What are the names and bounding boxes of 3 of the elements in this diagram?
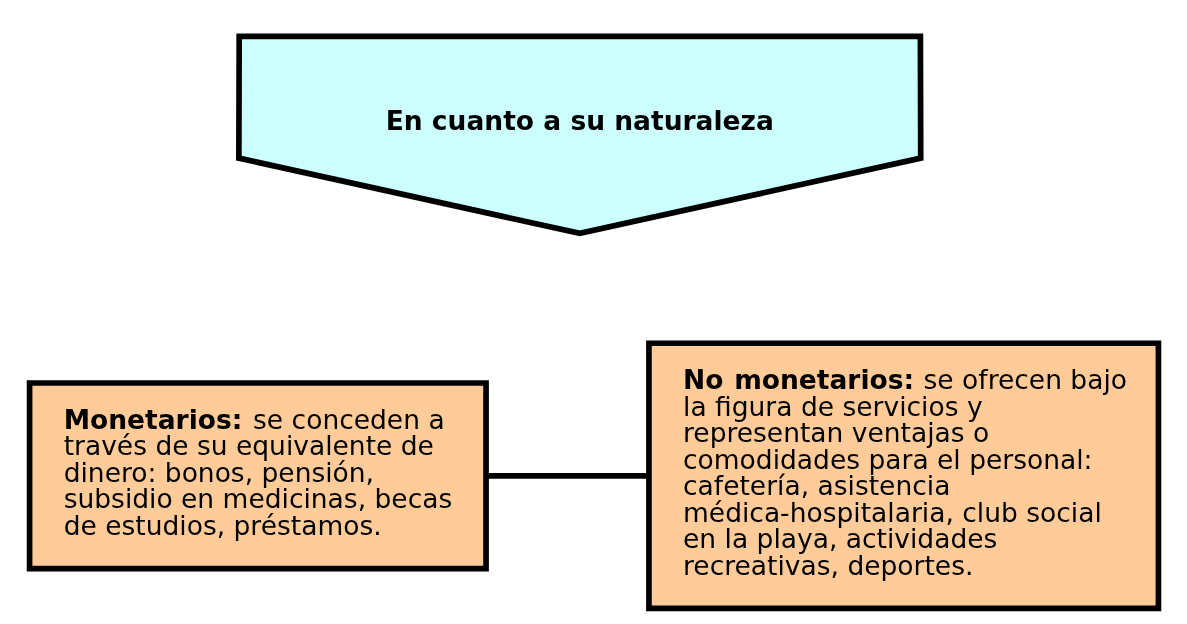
node-box: Monetarios: se conceden a través de su equivalente de dinero: bonos, pensión, subsidio en medicinas, becas de estudios, préstamos. [26, 380, 489, 572]
connector [485, 473, 648, 479]
node-box: No monetarios: se ofrecen bajo la figura de servicios y representan ventajas o comodidades para el personal: cafetería, asistencia médica-hospitalaria, club social en la playa, actividades recreativas, deportes. [645, 340, 1161, 612]
